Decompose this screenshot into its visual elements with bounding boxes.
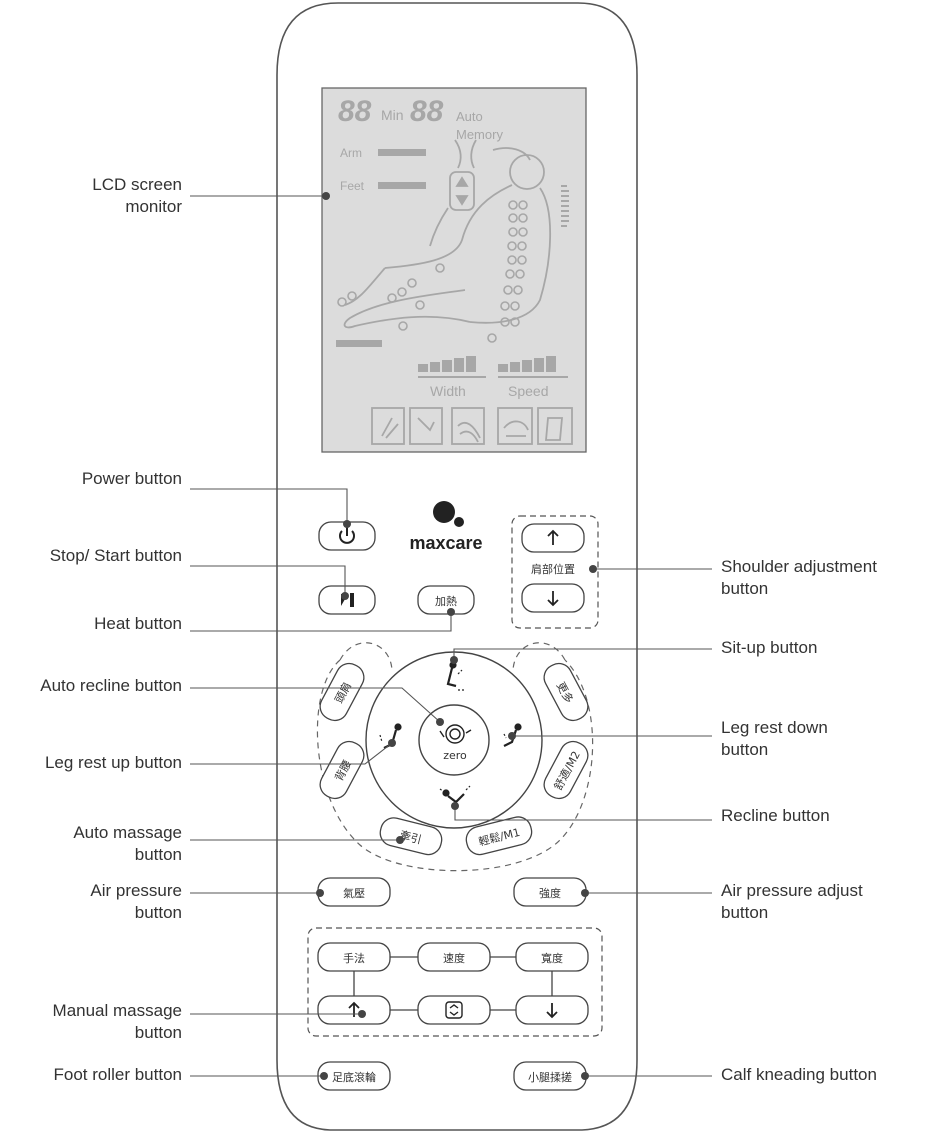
power-icon (339, 527, 355, 544)
label-auto-recline-button: Auto recline button (40, 676, 182, 695)
intensity-label: 強度 (539, 886, 561, 900)
speed-label: 速度 (443, 951, 465, 965)
arrow-up-icon (348, 1001, 360, 1017)
lcd-body-figure (343, 139, 552, 329)
width-button[interactable]: 寬度 (515, 942, 589, 972)
traction-button[interactable]: 牽引 (378, 815, 445, 857)
label-calf-kneading-button: Calf kneading button (721, 1065, 877, 1084)
leg-rest-down-button[interactable] (500, 722, 534, 756)
manual-up-button[interactable] (317, 995, 391, 1025)
shoulder-up-button[interactable] (521, 523, 585, 553)
label-leg-rest-up-button: Leg rest up button (44, 753, 182, 772)
calf-kneading-button[interactable]: 小腿揉搓 (513, 1061, 587, 1091)
lcd-feet-label: Feet (340, 179, 365, 193)
sit-up-button[interactable] (438, 661, 470, 696)
auto-massage-area (316, 642, 594, 872)
label-foot-roller-button: Foot roller button (53, 1065, 182, 1084)
label-power-button: Power button (81, 469, 182, 488)
auto-recline-button[interactable]: zero (421, 707, 487, 773)
heat-button-label: 加熱 (435, 595, 457, 608)
technique-label: 手法 (343, 951, 365, 965)
manual-position-button[interactable] (417, 995, 491, 1025)
maxcare-logo-text: maxcare (409, 533, 482, 553)
relax-m1-button[interactable]: 輕鬆/M1 (464, 814, 535, 857)
arrow-down-icon (547, 591, 559, 607)
lcd-digits-right: 88 (410, 95, 444, 128)
calf-kneading-label: 小腿揉搓 (528, 1070, 572, 1084)
label-shoulder-adjustment-button: Shoulder adjustment button (721, 557, 877, 598)
lcd-massage-points (337, 200, 528, 343)
more-button[interactable]: 更多 (540, 659, 593, 725)
manual-down-button[interactable] (515, 995, 589, 1025)
heat-button[interactable]: 加熱 (417, 585, 475, 615)
lcd-mode-icons (371, 407, 573, 445)
label-heat-button: Heat button (94, 614, 182, 633)
label-recline-button: Recline button (721, 806, 830, 825)
recline-button[interactable] (438, 784, 474, 816)
traction-label: 牽引 (398, 828, 423, 847)
roller-position-icon (445, 1001, 463, 1019)
shoulder-position-label: 肩部位置 (531, 562, 575, 576)
stop-start-button[interactable] (318, 585, 376, 615)
label-stop-start-button: Stop/ Start button (49, 546, 182, 565)
head-shoulder-button[interactable]: 頭肩 (316, 659, 369, 725)
lcd-height-scale (561, 185, 569, 227)
recline-icon (439, 785, 471, 804)
manual-massage-group (307, 927, 603, 1037)
lcd-arm-label: Arm (340, 146, 362, 160)
label-air-pressure-button: Air pressure button (90, 881, 182, 922)
lcd-level-bars (336, 149, 568, 378)
leader-dots (316, 192, 597, 1080)
label-lcd-screen: LCD screen monitor (92, 175, 182, 216)
label-auto-massage-button: Auto massage button (73, 823, 182, 864)
air-pressure-label: 氣壓 (343, 886, 365, 900)
intensity-button[interactable]: 強度 (513, 877, 587, 907)
zero-gravity-icon (439, 724, 472, 744)
lcd-speed-label: Speed (508, 383, 548, 399)
maxcare-logo: maxcare (409, 501, 483, 553)
label-sit-up-button: Sit-up button (721, 638, 818, 657)
arrow-up-icon (547, 529, 559, 545)
speed-button[interactable]: 速度 (417, 942, 491, 972)
leader-lines (190, 195, 712, 1077)
arrow-down-icon (546, 1003, 558, 1019)
shoulder-adjust-group (511, 515, 599, 629)
air-pressure-button[interactable]: 氣壓 (317, 877, 391, 907)
lcd-screen: 88 Min 88 Auto Memory Arm Feet Width Spe… (321, 87, 587, 453)
lcd-auto-label: Auto (456, 109, 483, 124)
lcd-memory-label: Memory (456, 127, 503, 142)
lcd-digits-left: 88 (338, 95, 372, 128)
lcd-width-label: Width (430, 383, 466, 399)
label-air-pressure-adjust-button: Air pressure adjust button (721, 881, 863, 922)
label-leg-rest-down-button: Leg rest down button (721, 718, 828, 759)
width-label: 寬度 (541, 951, 563, 965)
shoulder-down-button[interactable] (521, 583, 585, 613)
leg-rest-up-button[interactable] (374, 722, 408, 756)
foot-roller-button[interactable]: 足底滾輪 (317, 1061, 391, 1091)
foot-roller-label: 足底滾輪 (332, 1070, 376, 1084)
technique-button[interactable]: 手法 (317, 942, 391, 972)
zero-label: zero (443, 749, 467, 762)
lcd-min-label: Min (381, 107, 404, 123)
recline-dial (365, 651, 543, 829)
label-manual-massage-button: Manual massage button (52, 1001, 182, 1042)
